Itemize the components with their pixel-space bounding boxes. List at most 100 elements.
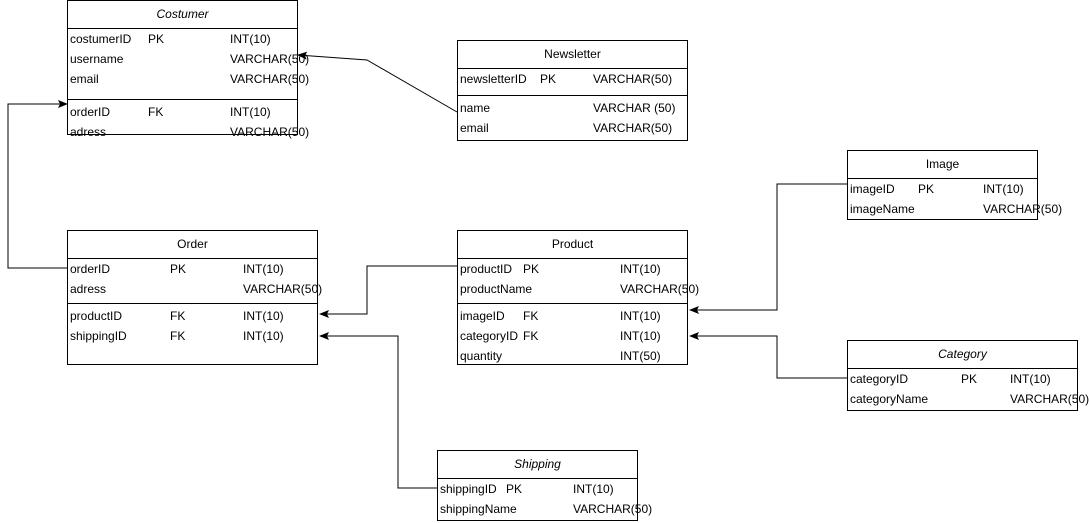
attribute-name: username: [70, 52, 124, 66]
attribute-key: FK: [523, 309, 539, 323]
attribute-name: categoryID: [460, 329, 519, 343]
attribute-name: email: [70, 72, 99, 86]
attribute-name: shippingName: [440, 502, 517, 516]
attribute-name: orderID: [70, 262, 111, 276]
attribute-name: newsletterID: [460, 72, 527, 86]
attribute-section-fields: imageID FK INT(10) categoryID FK INT(10) quant…: [458, 303, 687, 367]
attribute-row[interactable]: orderID FK INT(10): [68, 102, 297, 122]
attribute-name: name: [460, 101, 491, 115]
attribute-row[interactable]: newsletterID PK VARCHAR(50): [458, 69, 687, 89]
attribute-name: shippingID: [440, 482, 497, 496]
attribute-row[interactable]: costumerID PK INT(10): [68, 29, 297, 49]
attribute-row[interactable]: quantity INT(50): [458, 346, 687, 366]
attribute-key: FK: [148, 105, 164, 119]
attribute-key: PK: [918, 182, 935, 196]
attribute-type: INT(10): [983, 182, 1024, 196]
attribute-key: PK: [523, 262, 540, 276]
attribute-name: imageID: [850, 182, 895, 196]
attribute-name: productID: [70, 309, 123, 323]
attribute-name: adress: [70, 282, 107, 296]
entity-title: Category: [848, 341, 1077, 369]
attribute-name: productName: [460, 282, 533, 296]
attribute-row[interactable]: orderID PK INT(10): [68, 259, 317, 279]
attribute-section-fields: name VARCHAR (50) email VARCHAR(50): [458, 95, 687, 141]
attribute-type: INT(10): [620, 309, 661, 323]
attribute-type: VARCHAR (50): [593, 101, 676, 115]
relationship-category-categoryID-to-product-categoryID[interactable]: [689, 332, 847, 379]
entity-title: Product: [458, 231, 687, 259]
attribute-key: PK: [961, 372, 978, 386]
attribute-name: quantity: [460, 349, 503, 363]
attribute-row[interactable]: categoryID FK INT(10): [458, 326, 687, 346]
relationship-order-orderID-to-costumer-orderID[interactable]: [7, 100, 68, 269]
attribute-type: VARCHAR(50): [573, 502, 653, 516]
attribute-type: VARCHAR(50): [230, 52, 310, 66]
attribute-row[interactable]: username VARCHAR(50): [68, 49, 309, 69]
attribute-type: VARCHAR(50): [230, 125, 310, 139]
attribute-row[interactable]: name VARCHAR (50): [458, 98, 687, 118]
attribute-row[interactable]: email VARCHAR(50): [458, 118, 687, 138]
attribute-type: VARCHAR(50): [593, 121, 673, 135]
relationship-newsletter-email-to-costumer-username[interactable]: [297, 51, 458, 113]
attribute-key: FK: [523, 329, 539, 343]
attribute-type: VARCHAR(50): [230, 72, 310, 86]
entity-product[interactable]: Product productID PK INT(10) productName VARC…: [457, 230, 699, 367]
relationship-shipping-shippingID-to-order-shippingID[interactable]: [319, 332, 437, 489]
attribute-row[interactable]: adress VARCHAR(50): [68, 279, 322, 299]
attribute-type: INT(10): [573, 482, 614, 496]
attribute-key: PK: [148, 32, 165, 46]
attribute-type: INT(10): [230, 105, 271, 119]
attribute-type: VARCHAR(50): [593, 72, 673, 86]
attribute-type: VARCHAR(50): [1010, 392, 1089, 406]
attribute-name: imageID: [460, 309, 505, 323]
attribute-row[interactable]: email VARCHAR(50): [68, 69, 309, 89]
attribute-type: INT(10): [243, 262, 284, 276]
relationship-product-productID-to-order-productID[interactable]: [319, 265, 457, 318]
attribute-type: INT(10): [1010, 372, 1051, 386]
attribute-type: INT(10): [230, 32, 271, 46]
attribute-key: FK: [170, 329, 186, 343]
attribute-row[interactable]: productID PK INT(10): [458, 259, 687, 279]
attribute-type: VARCHAR(50): [243, 282, 323, 296]
attribute-type: INT(10): [620, 262, 661, 276]
relationship-image-imageID-to-product-imageID[interactable]: [689, 183, 847, 314]
attribute-row[interactable]: productName VARCHAR(50): [458, 279, 699, 299]
attribute-row[interactable]: imageID PK INT(10): [848, 179, 1037, 199]
attribute-name: productID: [460, 262, 513, 276]
attribute-section-keys: orderID PK INT(10) adress VARCHAR(50): [68, 259, 322, 303]
attribute-type: VARCHAR(50): [620, 282, 700, 296]
attribute-type: INT(50): [620, 349, 661, 363]
attribute-key: PK: [170, 262, 187, 276]
attribute-section-keys: productID PK INT(10) productName VARCHAR(50): [458, 259, 699, 303]
attribute-row[interactable]: imageID FK INT(10): [458, 306, 687, 326]
attribute-name: orderID: [70, 105, 111, 119]
attribute-row[interactable]: shippingName VARCHAR(50): [438, 499, 652, 519]
attribute-name: imageName: [850, 202, 915, 216]
attribute-key: FK: [170, 309, 186, 323]
attribute-type: INT(10): [620, 329, 661, 343]
attribute-name: email: [460, 121, 489, 135]
attribute-name: shippingID: [70, 329, 127, 343]
attribute-name: costumerID: [70, 32, 132, 46]
entity-title: Newsletter: [458, 41, 687, 69]
attribute-key: PK: [540, 72, 557, 86]
entity-title: Costumer: [68, 1, 297, 29]
